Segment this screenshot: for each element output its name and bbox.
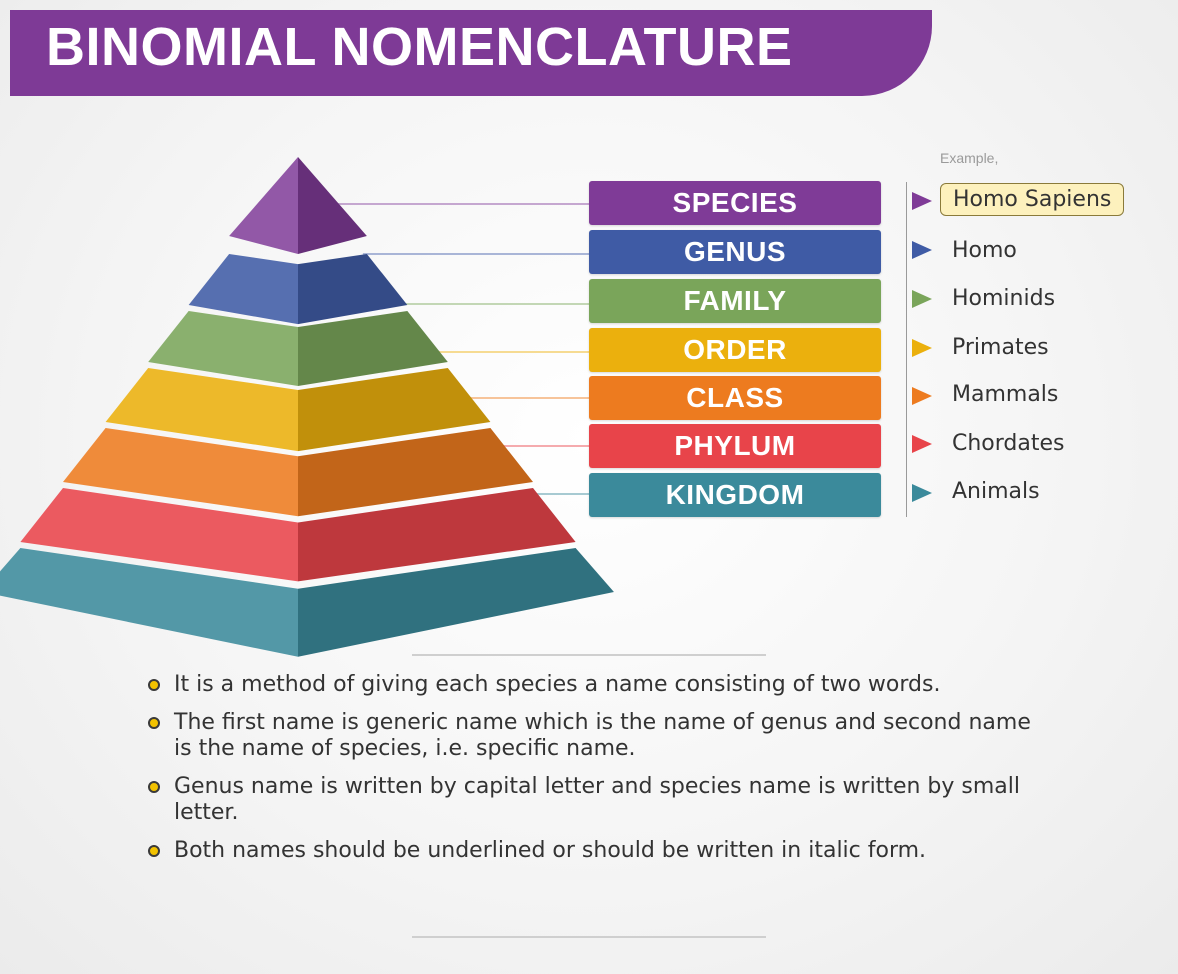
bullet-icon (148, 717, 160, 729)
fact-item: The first name is generic name which is … (148, 710, 1048, 762)
example-order: Primates (952, 335, 1049, 360)
pyramid-band-face-left (229, 157, 298, 254)
phylum-arrow-icon (912, 435, 932, 453)
fact-item: Both names should be underlined or shoul… (148, 838, 1048, 864)
fact-text: Both names should be underlined or shoul… (174, 838, 926, 863)
example-kingdom: Animals (952, 479, 1040, 504)
rank-class-box: CLASS (589, 376, 881, 420)
fact-item: Genus name is written by capital letter … (148, 774, 1048, 826)
rank-genus-box: GENUS (589, 230, 881, 274)
top-divider (412, 654, 766, 656)
bullet-icon (148, 679, 160, 691)
rank-species-box: SPECIES (589, 181, 881, 225)
example-family: Hominids (952, 286, 1055, 311)
fact-item: It is a method of giving each species a … (148, 672, 1048, 698)
rank-phylum-box: PHYLUM (589, 424, 881, 468)
rank-kingdom-box: KINGDOM (589, 473, 881, 517)
rank-family-box: FAMILY (589, 279, 881, 323)
fact-text: It is a method of giving each species a … (174, 672, 940, 697)
example-class: Mammals (952, 382, 1058, 407)
pyramid-band-face-right (298, 157, 367, 254)
rank-order-box: ORDER (589, 328, 881, 372)
bullet-icon (148, 845, 160, 857)
bottom-divider (412, 936, 766, 938)
facts-list: It is a method of giving each species a … (148, 672, 1048, 876)
genus-arrow-icon (912, 241, 932, 259)
species-arrow-icon (912, 192, 932, 210)
example-phylum: Chordates (952, 431, 1065, 456)
example-divider-line (906, 182, 907, 517)
example-genus: Homo (952, 238, 1017, 263)
example-caption: Example, (940, 150, 998, 166)
fact-text: Genus name is written by capital letter … (174, 774, 1020, 825)
fact-text: The first name is generic name which is … (174, 710, 1031, 761)
order-arrow-icon (912, 339, 932, 357)
kingdom-arrow-icon (912, 484, 932, 502)
bullet-icon (148, 781, 160, 793)
class-arrow-icon (912, 387, 932, 405)
family-arrow-icon (912, 290, 932, 308)
example-species: Homo Sapiens (940, 183, 1124, 216)
